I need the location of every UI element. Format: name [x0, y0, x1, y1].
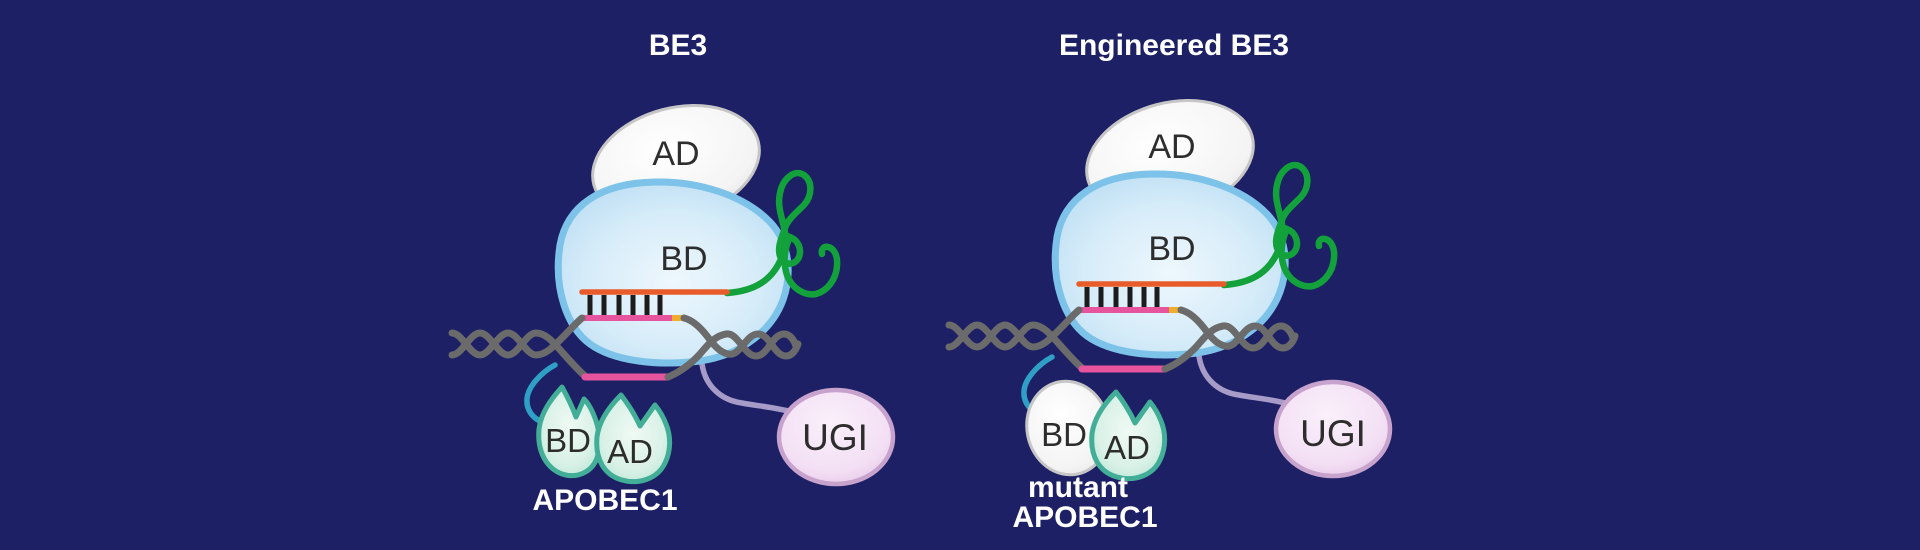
diagram-title: BE3: [649, 29, 707, 62]
apobec-bd-label: BD: [545, 422, 591, 459]
apobec-caption-line2: APOBEC1: [1012, 501, 1157, 534]
ugi-label: UGI: [1300, 413, 1366, 454]
apobec-caption-line1: mutant: [1028, 471, 1128, 504]
diagram-title: Engineered BE3: [1059, 29, 1289, 62]
apobec-ad-label: AD: [1104, 429, 1150, 466]
diagram-be3: BE3 AD BD BD AD APOBEC1 UGI: [452, 29, 893, 517]
ugi-label: UGI: [802, 417, 868, 458]
apobec-caption: APOBEC1: [532, 484, 677, 517]
ad-label: AD: [652, 135, 699, 173]
bd-label: BD: [660, 240, 707, 278]
bd-label: BD: [1148, 230, 1195, 268]
apobec-bd-label: BD: [1041, 416, 1087, 453]
apobec-ad-label: AD: [607, 433, 653, 470]
ad-label: AD: [1148, 128, 1195, 166]
diagram-engineered-be3: Engineered BE3 AD BD BD AD mutant APOBEC…: [949, 29, 1390, 534]
